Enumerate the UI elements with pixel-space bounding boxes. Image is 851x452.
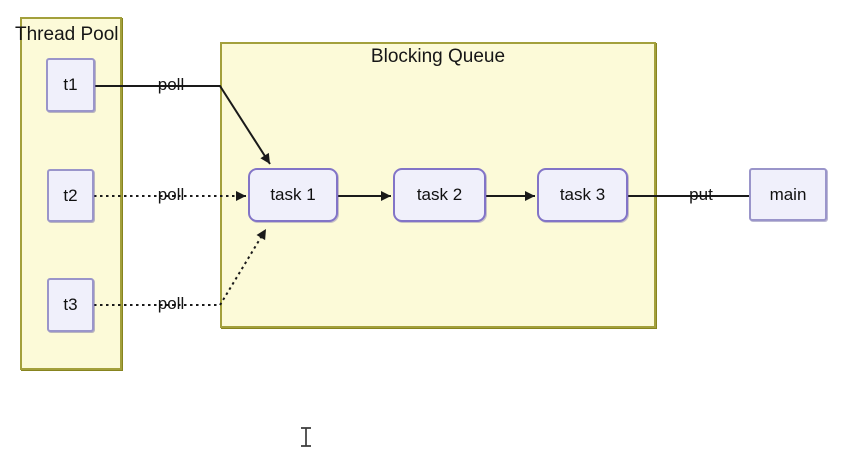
- node-t2-label: t2: [63, 185, 78, 205]
- node-t1: t1: [46, 58, 95, 112]
- node-t3: t3: [47, 278, 94, 332]
- node-task3-label: task 3: [559, 185, 606, 204]
- thread-pool-title: Thread Pool: [15, 24, 119, 45]
- node-task2: task 2: [393, 168, 486, 222]
- edge-label-poll-t1: poll: [157, 75, 185, 94]
- edge-label-put: put: [689, 185, 713, 204]
- node-main: main: [749, 168, 827, 221]
- node-task1: task 1: [248, 168, 338, 222]
- node-main-label: main: [769, 184, 807, 204]
- node-t3-label: t3: [63, 295, 78, 314]
- edge-label-poll-t2: poll: [157, 185, 185, 204]
- node-t1-label: t1: [63, 75, 78, 94]
- blocking-queue-title: Blocking Queue: [370, 46, 506, 67]
- node-task3: task 3: [537, 168, 628, 222]
- node-task2-label: task 2: [416, 185, 463, 204]
- node-t2: t2: [47, 169, 94, 222]
- edge-label-poll-t3: poll: [157, 294, 185, 313]
- node-task1-label: task 1: [270, 185, 316, 204]
